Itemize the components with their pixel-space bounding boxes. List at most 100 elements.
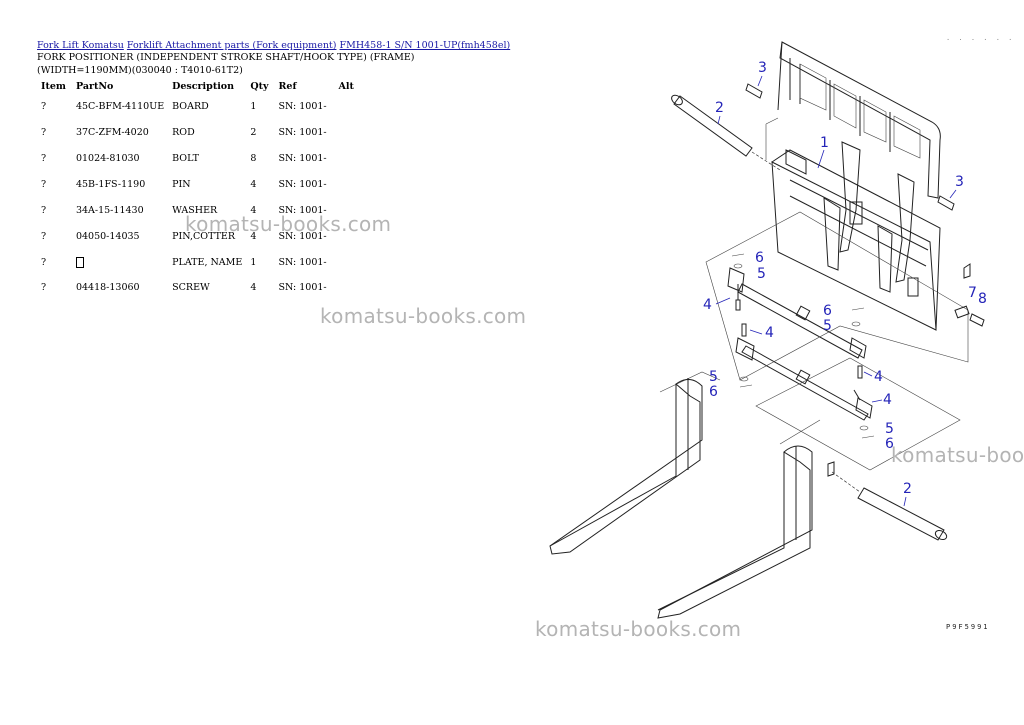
cell-partno: 34A-15-11430 (75, 205, 144, 216)
page-title: FORK POSITIONER (INDEPENDENT STROKE SHAF… (37, 52, 415, 63)
cell-qty: 4 (250, 179, 257, 190)
table-row: ? 45B-1FS-1190 PIN 4 SN: 1001- (37, 171, 360, 197)
column-header-description: Description (172, 80, 235, 92)
watermark: komatsu-books.com (320, 304, 527, 328)
missing-glyph-icon (75, 257, 84, 268)
cell-description: BOLT (172, 153, 199, 164)
cell-qty: 4 (250, 205, 257, 216)
table-row: ? 04418-13060 SCREW 4 SN: 1001- (37, 275, 360, 296)
fork-right (657, 445, 813, 619)
table-row: ? PLATE, NAME 1 SN: 1001- (37, 249, 360, 275)
cell-description: PIN (172, 179, 191, 190)
hardware-bolts (731, 83, 985, 477)
callout-1: 1 (820, 135, 829, 151)
cell-item: ? (41, 153, 47, 164)
cell-alt (335, 249, 360, 275)
table-row: ? 45C-BFM-4110UE BOARD 1 SN: 1001- (37, 93, 360, 119)
parts-table: Item PartNo Description Qty Ref Alt ? 45… (37, 79, 360, 296)
breadcrumb-link-fork-lift-komatsu[interactable]: Fork Lift Komatsu (37, 40, 124, 51)
callout-4: 4 (874, 369, 883, 385)
callout-6: 6 (823, 303, 832, 319)
cell-alt (335, 171, 360, 197)
cell-ref: SN: 1001- (278, 205, 327, 216)
shaft-assembly (727, 267, 873, 421)
cell-alt (335, 145, 360, 171)
callout-6: 6 (755, 250, 764, 266)
page-subtitle: (WIDTH=1190MM)(030040 : T4010-61T2) (37, 65, 243, 76)
cell-partno: 45B-1FS-1190 (75, 179, 146, 190)
cell-item: ? (41, 179, 47, 190)
frame-assembly (765, 41, 941, 331)
watermark: komatsu-books.com (891, 443, 1024, 467)
callout-5: 5 (885, 421, 894, 437)
table-row: ? 04050-14035 PIN,COTTER 4 SN: 1001- (37, 223, 360, 249)
cell-ref: SN: 1001- (278, 127, 327, 138)
callout-4: 4 (883, 392, 892, 408)
cell-ref: SN: 1001- (278, 179, 327, 190)
callout-3: 3 (955, 174, 964, 190)
fork-left (549, 378, 703, 555)
cell-qty: 2 (250, 127, 257, 138)
callout-3: 3 (758, 60, 767, 76)
cell-description: WASHER (172, 205, 218, 216)
cell-item: ? (41, 257, 47, 268)
callout-6: 6 (709, 384, 718, 400)
cell-alt (335, 93, 360, 119)
cell-ref: SN: 1001- (278, 153, 327, 164)
cell-item: ? (41, 205, 47, 216)
cell-description: PLATE, NAME (172, 257, 243, 268)
rod-upper (671, 94, 781, 171)
cell-ref: SN: 1001- (278, 101, 327, 112)
column-header-partno: PartNo (75, 80, 114, 92)
breadcrumb: Fork Lift Komatsu Forklift Attachment pa… (37, 40, 510, 51)
cell-description: ROD (172, 127, 195, 138)
cell-partno: 45C-BFM-4110UE (75, 101, 165, 112)
cell-qty: 4 (250, 282, 257, 293)
cell-qty: 1 (250, 257, 257, 268)
cell-ref: SN: 1001- (278, 231, 327, 242)
cell-qty: 8 (250, 153, 257, 164)
breadcrumb-link-fmh458[interactable]: FMH458-1 S/N 1001-UP(fmh458el) (339, 40, 511, 51)
cell-ref: SN: 1001- (278, 257, 327, 268)
callout-6: 6 (885, 436, 894, 452)
callout-8: 8 (978, 291, 987, 307)
cell-item: ? (41, 282, 47, 293)
callout-7: 7 (968, 285, 977, 301)
cell-description: BOARD (172, 101, 209, 112)
breadcrumb-link-forklift-attachment-parts[interactable]: Forklift Attachment parts (Fork equipmen… (126, 40, 337, 51)
cell-ref: SN: 1001- (278, 282, 327, 293)
cell-partno: 04050-14035 (75, 231, 140, 242)
cell-description: PIN,COTTER (172, 231, 236, 242)
watermark: komatsu-books.com (185, 212, 392, 236)
cell-alt (335, 119, 360, 145)
assembly-guide-lines (659, 211, 969, 471)
parts-diagram: 3 2 1 3 6 5 7 8 4 6 5 4 5 6 4 4 5 6 2 (549, 41, 987, 619)
callout-5: 5 (709, 369, 718, 385)
column-header-alt: Alt (338, 80, 354, 92)
cell-partno (72, 249, 168, 275)
cell-partno: 04418-13060 (75, 282, 140, 293)
cell-item: ? (41, 127, 47, 138)
table-header-row: Item PartNo Description Qty Ref Alt (37, 79, 360, 93)
callout-4: 4 (765, 325, 774, 341)
table-row: ? 01024-81030 BOLT 8 SN: 1001- (37, 145, 360, 171)
cell-description: SCREW (172, 282, 210, 293)
drawing-code: P9F5991 (946, 623, 990, 631)
table-row: ? 37C-ZFM-4020 ROD 2 SN: 1001- (37, 119, 360, 145)
callout-labels: 3 2 1 3 6 5 7 8 4 6 5 4 5 6 4 4 5 6 2 (703, 60, 987, 507)
watermark: komatsu-books.com (535, 617, 742, 641)
callout-2: 2 (715, 100, 724, 116)
column-header-item: Item (41, 80, 66, 92)
cell-item: ? (41, 231, 47, 242)
cell-alt (335, 275, 360, 296)
callout-5: 5 (823, 318, 832, 334)
rod-lower (831, 471, 948, 541)
column-header-qty: Qty (250, 80, 269, 92)
callout-4: 4 (703, 297, 712, 313)
cell-partno: 37C-ZFM-4020 (75, 127, 149, 138)
cell-qty: 1 (250, 101, 257, 112)
table-row: ? 34A-15-11430 WASHER 4 SN: 1001- (37, 197, 360, 223)
callout-2: 2 (903, 481, 912, 497)
cell-qty: 4 (250, 231, 257, 242)
cell-item: ? (41, 101, 47, 112)
